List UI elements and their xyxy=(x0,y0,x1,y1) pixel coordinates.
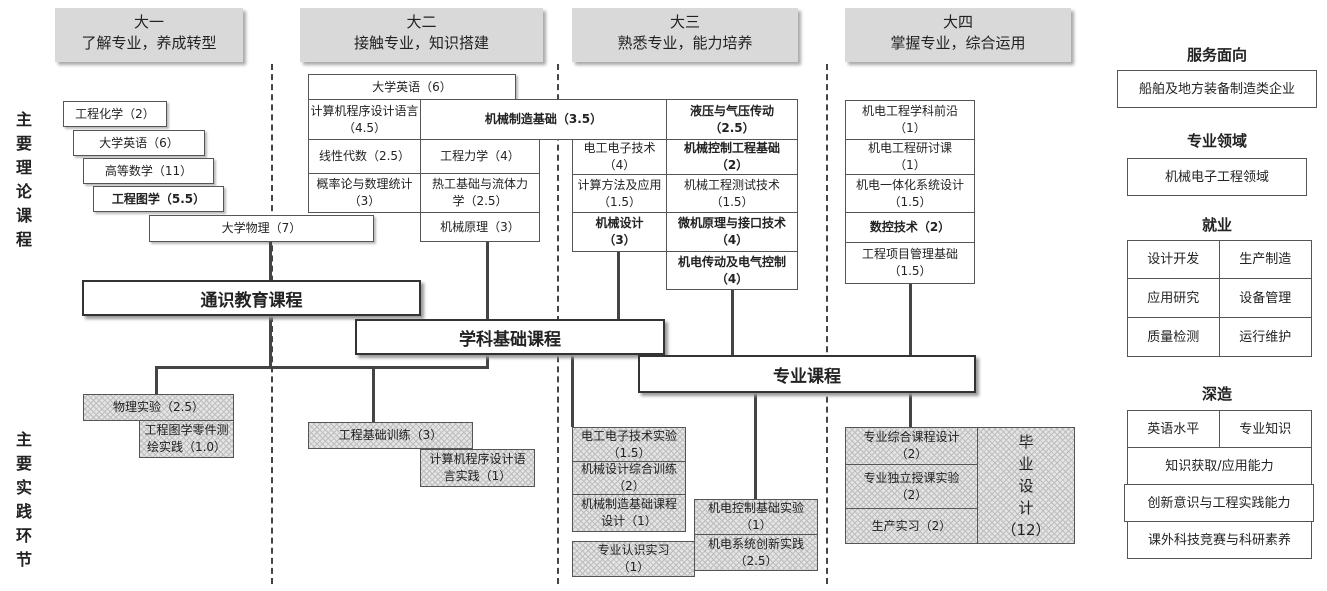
practice-box: 工程图学零件测绘实践（1.0） xyxy=(139,420,234,458)
connector xyxy=(571,355,574,427)
course-box: 大学物理（7） xyxy=(149,215,374,242)
course-box: 电工电子技术（4） xyxy=(572,139,667,175)
practice-box: 机械制造基础课程设计（1） xyxy=(572,494,686,532)
course-box: 大学英语（6） xyxy=(73,130,205,156)
side-label-practice: 主要实践环节 xyxy=(15,430,32,569)
year-header-3: 大三 熟悉专业，能力培养 xyxy=(572,8,798,62)
practice-box: 计算机程序设计语言实践（1） xyxy=(420,449,535,487)
year-name: 大二 xyxy=(406,13,437,31)
practice-box: 工程基础训练（3） xyxy=(308,422,473,449)
thesis-box: 毕 业 设 计 （12） xyxy=(977,427,1075,544)
course-box: 微机原理与接口技术（4） xyxy=(666,212,798,252)
course-box: 热工基础与流体力学（2.5） xyxy=(420,173,540,213)
further-cell: 课外科技竞赛与科研素养 xyxy=(1127,521,1312,559)
course-box: 概率论与数理统计（3） xyxy=(308,173,421,213)
year-name: 大三 xyxy=(669,13,700,31)
job-cell: 设备管理 xyxy=(1219,279,1312,318)
thesis-char: （12） xyxy=(1001,520,1051,539)
practice-box: 专业独立授课实验（2） xyxy=(845,464,978,509)
job-grid: 设计开发 生产制造 应用研究 设备管理 质量检测 运行维护 xyxy=(1127,240,1312,357)
course-box: 机电工程研讨课（1） xyxy=(845,139,975,175)
practice-box: 专业综合课程设计（2） xyxy=(845,427,978,465)
course-box: 数控技术（2） xyxy=(845,212,975,243)
job-cell: 生产制造 xyxy=(1219,240,1312,279)
course-box: 计算方法及应用（1.5） xyxy=(572,174,667,213)
course-box: 工程力学（4） xyxy=(420,139,540,174)
course-box: 机电工程学科前沿（1） xyxy=(845,100,975,140)
practice-box: 专业认识实习（1） xyxy=(572,541,695,577)
practice-box: 机械设计综合训练（2） xyxy=(572,461,686,495)
separator-3 xyxy=(826,64,828,584)
connector xyxy=(486,355,489,369)
thesis-char: 计 xyxy=(1018,498,1034,517)
connector xyxy=(754,393,757,499)
course-box: 计算机程序设计语言（4.5） xyxy=(308,99,421,140)
job-cell: 运行维护 xyxy=(1219,318,1312,357)
course-box: 机械原理（3） xyxy=(420,212,540,242)
practice-box: 机电系统创新实践（2.5） xyxy=(694,534,818,571)
further-block: 英语水平 专业知识 xyxy=(1127,410,1312,448)
job-cell: 设计开发 xyxy=(1127,240,1220,279)
further-top-row: 英语水平 专业知识 xyxy=(1127,410,1312,448)
further-cell: 知识获取/应用能力 xyxy=(1127,447,1312,485)
course-box: 机械制造基础（3.5） xyxy=(420,99,667,140)
year-subtitle: 了解专业，养成转型 xyxy=(81,34,217,52)
job-cell: 应用研究 xyxy=(1127,279,1220,318)
further-cell: 专业知识 xyxy=(1219,410,1312,448)
connector xyxy=(372,366,375,422)
course-box: 液压与气压传动（2.5） xyxy=(666,99,798,140)
connector xyxy=(617,252,620,319)
category-general: 通识教育课程 xyxy=(82,280,421,316)
course-box: 高等数学（11） xyxy=(83,158,214,184)
separator-1 xyxy=(271,64,273,584)
course-box: 工程项目管理基础（1.5） xyxy=(845,242,975,284)
job-title: 就业 xyxy=(1201,216,1232,234)
connector xyxy=(155,366,158,394)
field-box: 机械电子工程领域 xyxy=(1127,158,1307,196)
year-name: 大一 xyxy=(133,13,164,31)
year-header-2: 大二 接触专业，知识搭建 xyxy=(300,8,543,62)
service-box: 船舶及地方装备制造类企业 xyxy=(1117,70,1317,108)
course-box: 机械设计（3） xyxy=(572,212,667,252)
practice-box: 生产实习（2） xyxy=(845,508,978,544)
practice-box: 电工电子技术实验（1.5） xyxy=(572,427,686,462)
year-header-4: 大四 掌握专业，综合运用 xyxy=(845,8,1071,62)
year-subtitle: 掌握专业，综合运用 xyxy=(890,34,1026,52)
course-box: 工程化学（2） xyxy=(63,101,167,127)
practice-box: 物理实验（2.5） xyxy=(83,394,234,421)
field-title: 专业领域 xyxy=(1186,132,1247,150)
service-title: 服务面向 xyxy=(1186,46,1247,64)
course-box: 大学英语（6） xyxy=(308,74,516,100)
job-cell: 质量检测 xyxy=(1127,318,1220,357)
connector xyxy=(909,393,912,427)
connector xyxy=(909,284,912,355)
course-box: 工程图学（5.5） xyxy=(93,186,224,212)
connector xyxy=(731,290,734,355)
course-box: 机电一体化系统设计（1.5） xyxy=(845,174,975,213)
year-subtitle: 接触专业，知识搭建 xyxy=(353,34,489,52)
year-subtitle: 熟悉专业，能力培养 xyxy=(617,34,753,52)
course-box: 机械控制工程基础（2） xyxy=(666,139,798,175)
connector xyxy=(269,242,272,280)
connector xyxy=(486,242,489,319)
thesis-char: 业 xyxy=(1018,454,1034,473)
thesis-char: 设 xyxy=(1018,476,1034,495)
course-box: 机械工程测试技术（1.5） xyxy=(666,174,798,213)
year-name: 大四 xyxy=(942,13,973,31)
course-box: 线性代数（2.5） xyxy=(308,139,421,174)
year-header-1: 大一 了解专业，养成转型 xyxy=(55,8,243,62)
further-cell: 创新意识与工程实践能力 xyxy=(1124,484,1314,522)
further-cell: 英语水平 xyxy=(1127,410,1220,448)
category-major: 专业课程 xyxy=(638,355,976,393)
practice-box: 机电控制基础实验（1） xyxy=(694,499,818,535)
further-title: 深造 xyxy=(1201,385,1232,403)
thesis-char: 毕 xyxy=(1018,432,1034,451)
connector xyxy=(269,316,272,368)
side-label-theory: 主要理论课程 xyxy=(15,110,32,249)
connector xyxy=(155,366,487,369)
course-box: 机电传动及电气控制（4） xyxy=(666,251,798,290)
category-foundation: 学科基础课程 xyxy=(355,319,665,355)
